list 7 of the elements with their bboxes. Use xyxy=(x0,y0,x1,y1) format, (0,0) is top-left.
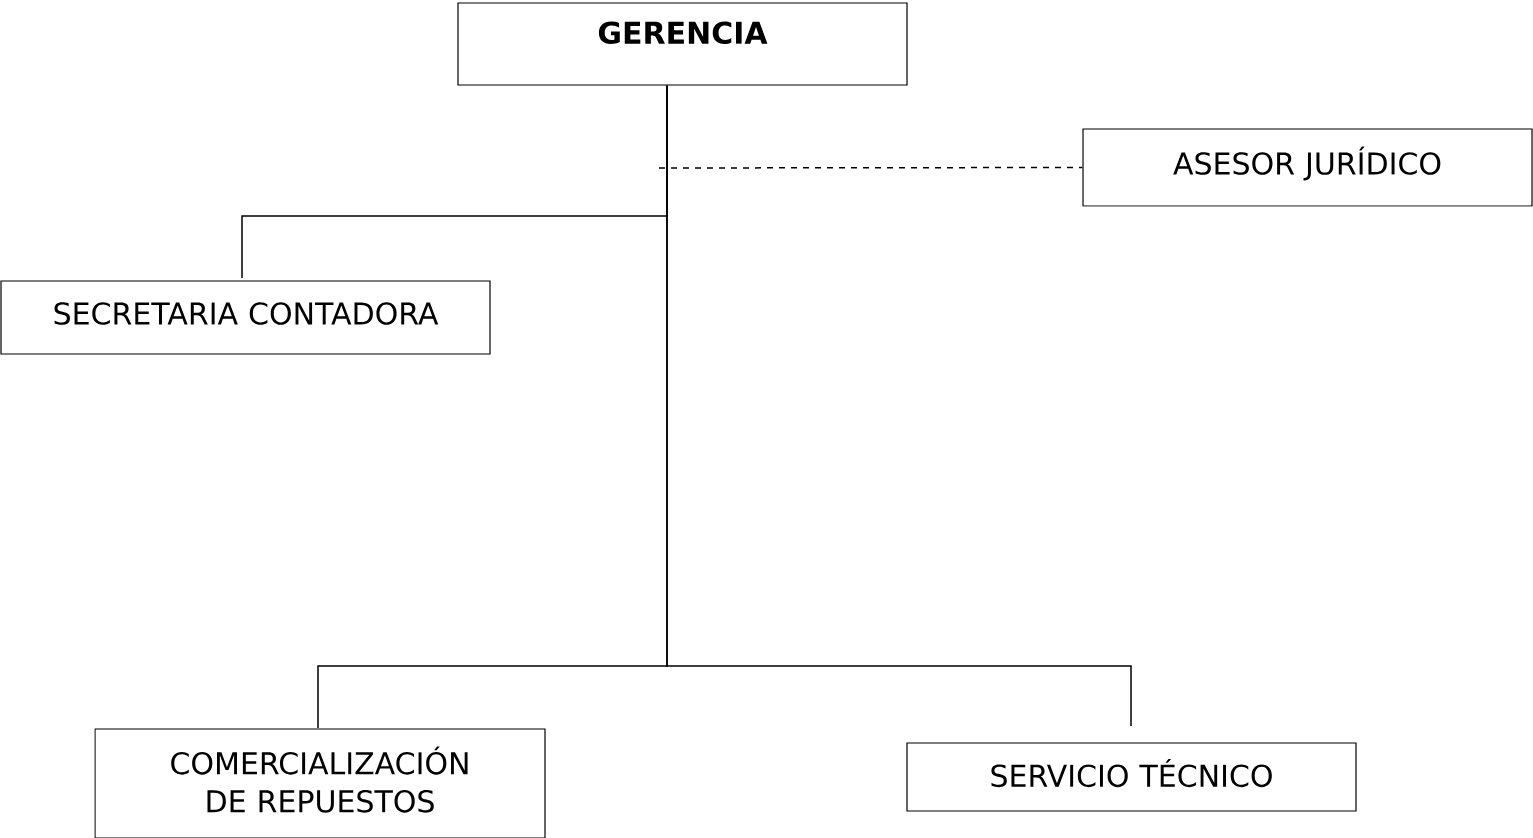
org-box: GERENCIA xyxy=(457,2,908,86)
org-box: SECRETARIA CONTADORA xyxy=(0,280,491,355)
org-box: COMERCIALIZACIÓN DE REPUESTOS xyxy=(94,728,546,838)
org-box: SERVICIO TÉCNICO xyxy=(906,742,1357,812)
org-box: ASESOR JURÍDICO xyxy=(1082,128,1533,207)
connector-line xyxy=(658,166,1084,169)
connector-line xyxy=(666,84,1132,727)
